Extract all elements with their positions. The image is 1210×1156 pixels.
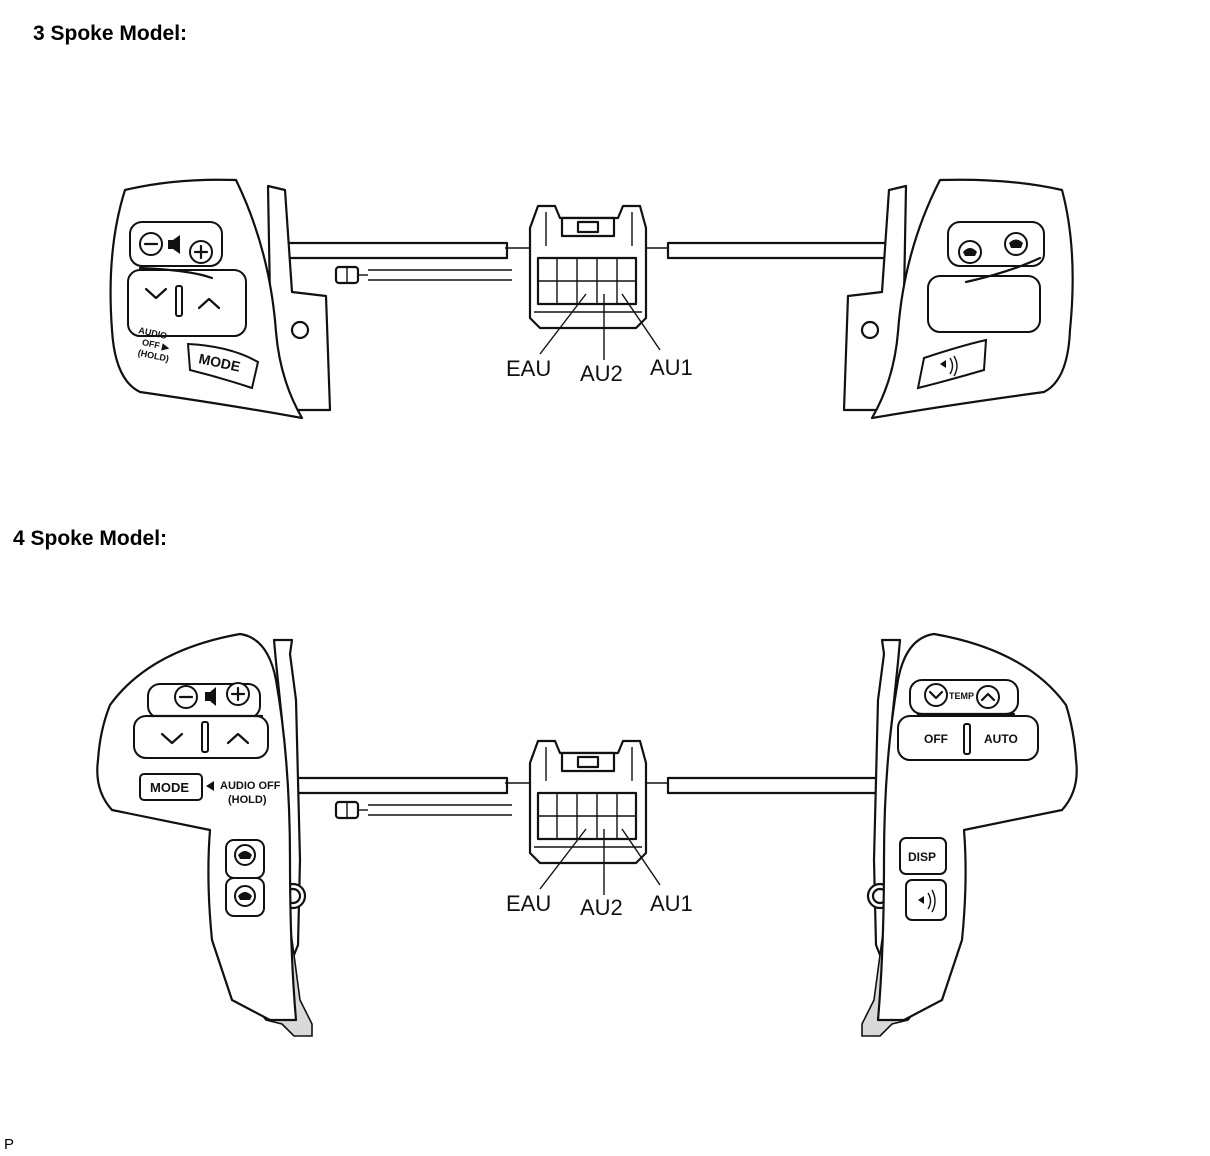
chevron-down-icon[interactable] [144,287,168,300]
terminal-label-au1: AU1 [650,355,693,380]
mode-button[interactable]: MODE [139,773,203,801]
hold-label: (HOLD) [228,794,267,806]
section-title-4-spoke: 4 Spoke Model: [13,527,168,550]
section-title-3-spoke: 3 Spoke Model: [33,22,188,45]
phone-on-hook-icon [238,851,252,859]
disp-label: DISP [908,850,936,864]
voice-talk-button[interactable] [916,338,988,390]
speaker-icon [168,235,180,254]
volume-minus-icon[interactable] [139,232,163,256]
volume-plus-icon[interactable] [226,682,250,706]
voice-talk-icon [918,889,936,913]
left-steering-switch: AUDIOOFF ▶(HOLD) MODE [109,178,332,420]
right-steering-switch [842,178,1074,420]
diagram-3-spoke: EAU AU2 AU1 AUDIOOFF ▶(HOLD) [0,170,1210,430]
terminal-label-eau: EAU [506,356,551,381]
phone-off-hook-icon[interactable] [958,240,982,264]
phone-on-hook-button[interactable] [225,839,265,879]
temp-label: TEMP [949,691,974,701]
phone-off-hook-button[interactable] [225,877,265,917]
page-code: P [4,1136,15,1153]
disp-button[interactable]: DISP [899,837,947,875]
diagram-4-spoke: EAU AU2 AU1 M [0,625,1210,1037]
volume-plus-icon[interactable] [189,240,213,264]
wire-harness [294,776,880,820]
auto-label[interactable]: AUTO [984,732,1018,746]
voice-talk-button[interactable] [905,879,947,921]
diagram-4-spoke-svg: EAU AU2 AU1 M [96,632,1078,1037]
phone-on-hook-icon[interactable] [1004,232,1028,256]
mode-button[interactable]: MODE [186,342,260,390]
right-steering-switch: TEMP OFF AUTO DISP [861,632,1078,1037]
terminal-label-eau: EAU [506,891,551,916]
speaker-icon [205,687,216,706]
terminal-label-au2: AU2 [580,361,623,386]
diagram-3-spoke-svg: EAU AU2 AU1 AUDIOOFF ▶(HOLD) [109,178,1074,420]
chevron-down-icon[interactable] [160,732,184,745]
chevron-down-icon[interactable] [924,683,948,707]
phone-off-hook-icon [238,892,252,900]
volume-minus-icon[interactable] [174,685,198,709]
voice-talk-icon [940,355,958,377]
left-steering-switch: MODE AUDIO OFF (HOLD) [96,632,313,1037]
arrow-left-icon [206,781,214,791]
chevron-up-icon[interactable] [976,685,1000,709]
terminal-label-au2: AU2 [580,895,623,920]
connector [528,204,661,360]
chevron-up-icon[interactable] [197,297,221,310]
chevron-up-icon[interactable] [226,732,250,745]
terminal-label-au1: AU1 [650,891,693,916]
mode-label: MODE [150,780,189,795]
off-label[interactable]: OFF [924,732,948,746]
connector [528,739,661,895]
audio-off-label: AUDIO OFF [220,780,281,792]
